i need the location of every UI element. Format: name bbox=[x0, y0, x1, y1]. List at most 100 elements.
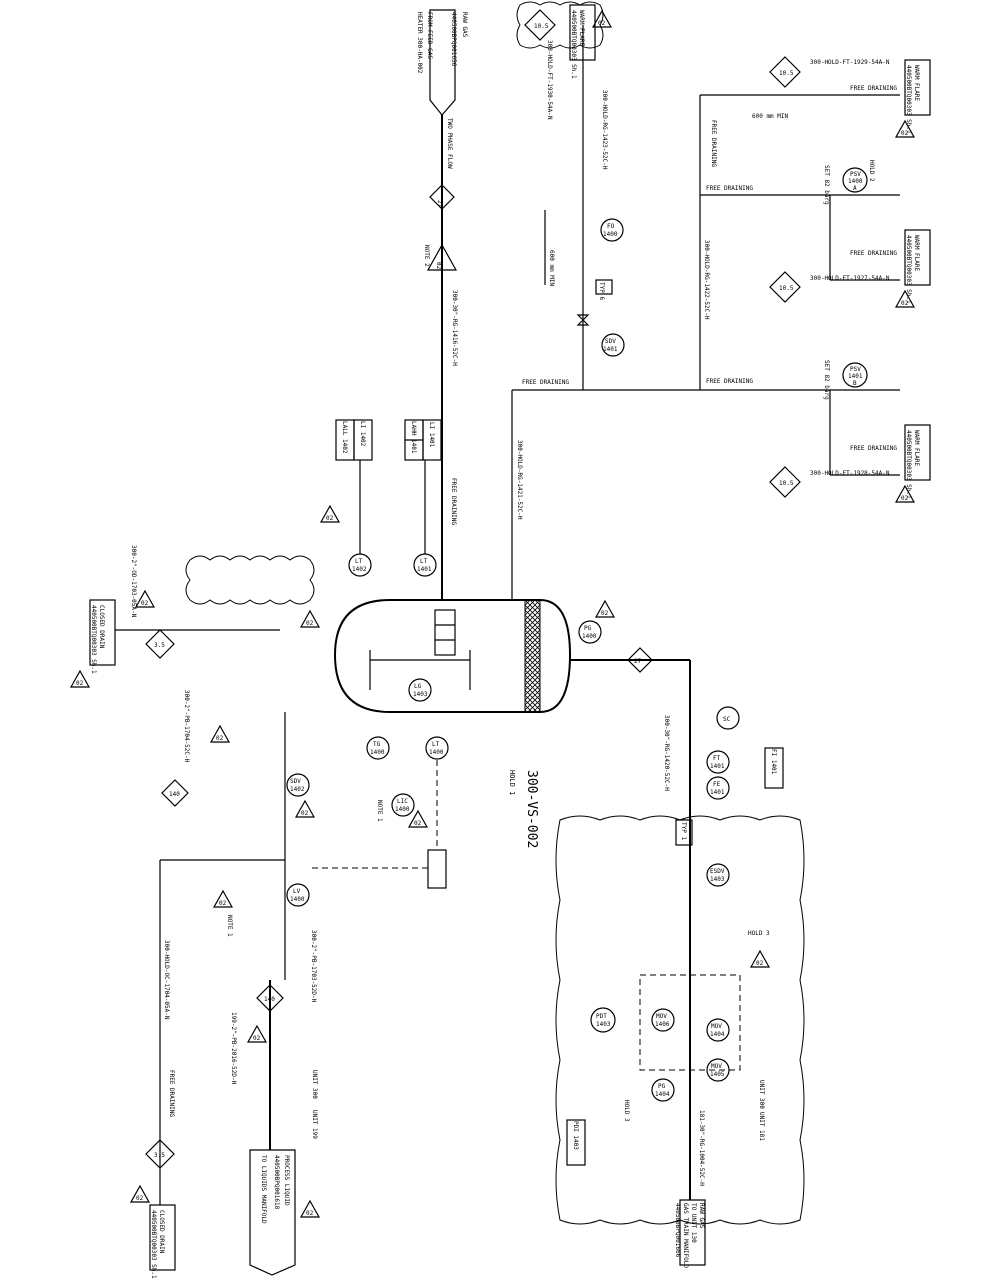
sc-bubble[interactable]: SC bbox=[716, 706, 740, 730]
svg-text:440500BPQ001666: 440500BPQ001666 bbox=[674, 1203, 681, 1258]
svg-text:LIC: LIC bbox=[397, 798, 408, 805]
svg-text:FE: FE bbox=[713, 781, 721, 788]
diamond-140: 140 bbox=[161, 779, 189, 807]
svg-text:1401: 1401 bbox=[710, 763, 725, 770]
oc1704-label: 300-HOLD-OC-1704-05A-N bbox=[163, 940, 170, 1020]
revision-number: 02 bbox=[901, 300, 909, 307]
ft1930-label: 300-HOLD-FT-1930-54A-N bbox=[546, 40, 553, 120]
svg-text:1406: 1406 bbox=[655, 1021, 670, 1028]
revision-triangle-icon bbox=[594, 599, 616, 618]
pg1400-bubble[interactable]: PG 1400 bbox=[578, 620, 602, 644]
revision-triangle-icon bbox=[749, 949, 771, 968]
separator-vessel[interactable] bbox=[333, 599, 572, 713]
min-600-label-a: 600 mm MIN bbox=[548, 250, 555, 287]
revision-number: 02 bbox=[301, 810, 309, 817]
revision-triangle-icon bbox=[319, 504, 341, 523]
svg-text:1401: 1401 bbox=[848, 373, 863, 380]
lt1401-bubble[interactable]: LT 1401 bbox=[413, 553, 437, 577]
li1402-box[interactable]: LI 1402 bbox=[353, 419, 373, 461]
svg-text:PSV: PSV bbox=[850, 366, 861, 373]
svg-text:MOV: MOV bbox=[656, 1013, 667, 1020]
raw-gas-in-l1: RAW GAS bbox=[461, 12, 468, 38]
li1401-box[interactable]: LI 1401 bbox=[422, 419, 442, 461]
diamond-105-b: 10.5 bbox=[769, 56, 801, 88]
free-draining-6: FREE DRAINING bbox=[706, 378, 753, 385]
svg-text:SDV: SDV bbox=[605, 338, 616, 345]
revision-triangle-icon bbox=[212, 889, 234, 908]
psv1400a-bubble[interactable]: PSV 1400 A bbox=[842, 167, 868, 193]
mov1405-bubble[interactable]: MOV 1405 bbox=[706, 1058, 730, 1082]
svg-text:1403: 1403 bbox=[413, 691, 428, 698]
svg-text:FI 1401: FI 1401 bbox=[770, 749, 777, 775]
lv1400-bubble[interactable]: LV 1400 bbox=[286, 883, 310, 907]
type6-box bbox=[595, 279, 613, 295]
unit300-b: UNIT 300 bbox=[758, 1080, 765, 1109]
diamond-105-d: 10.5 bbox=[769, 466, 801, 498]
mov1406-bubble[interactable]: MOV 1406 bbox=[651, 1008, 675, 1032]
free-draining-2: FREE DRAINING bbox=[710, 120, 717, 167]
svg-text:PG: PG bbox=[658, 1083, 666, 1090]
lall1402-box[interactable]: LALL 1402 bbox=[335, 419, 355, 461]
sdv1401-bubble[interactable]: SDV 1401 bbox=[601, 333, 625, 357]
revision-number: 02 bbox=[306, 1210, 314, 1217]
pdi1403-box[interactable]: PDI 1403 bbox=[566, 1119, 586, 1166]
ft1401-bubble[interactable]: FT 1401 bbox=[706, 750, 730, 774]
revision-number: 02 bbox=[216, 735, 224, 742]
fe1401-bubble[interactable]: FE 1401 bbox=[706, 776, 730, 800]
revision-number: 02 bbox=[598, 20, 606, 27]
svg-text:MOV: MOV bbox=[711, 1023, 722, 1030]
diamond-35-a: 3.5 bbox=[145, 629, 175, 659]
tg1400-bubble[interactable]: TG 1400 bbox=[366, 736, 390, 760]
psv1401b-bubble[interactable]: PSV 1401 B bbox=[842, 362, 868, 388]
lt1402-bubble[interactable]: LT 1402 bbox=[348, 553, 372, 577]
revision-number: 02 bbox=[253, 1035, 261, 1042]
svg-text:440500BPQ001618: 440500BPQ001618 bbox=[273, 1155, 280, 1210]
fo1400-bubble[interactable]: FO 1400 bbox=[600, 218, 624, 242]
lic1400-bubble[interactable]: LIC 1400 bbox=[391, 793, 415, 817]
rg1420-label: 300-30"-RG-1420-52C-H bbox=[663, 715, 670, 791]
svg-text:LT: LT bbox=[420, 558, 428, 565]
svg-text:1404: 1404 bbox=[710, 1031, 725, 1038]
svg-text:CLOSED DRAIN: CLOSED DRAIN bbox=[98, 605, 105, 649]
outlet-spec-diamond: 27 bbox=[627, 647, 653, 673]
svg-text:440500BTQ00303 Sh.1: 440500BTQ00303 Sh.1 bbox=[570, 10, 577, 79]
pdt1403-bubble[interactable]: PDT 1403 bbox=[590, 1007, 616, 1033]
esdv1403-bubble[interactable]: ESDV 1403 bbox=[706, 863, 730, 887]
unit181: UNIT 181 bbox=[758, 1112, 765, 1141]
revision-cloud-top bbox=[516, 1, 604, 49]
lahh1401-box[interactable]: LAHH 1401 bbox=[404, 419, 424, 461]
svg-text:WARM FLARE: WARM FLARE bbox=[913, 65, 920, 102]
unit300-a: UNIT 300 bbox=[311, 1070, 318, 1099]
svg-text:1401: 1401 bbox=[710, 789, 725, 796]
sdv1401-valve[interactable] bbox=[576, 314, 590, 326]
closed-drain-box-bottom: CLOSED DRAIN 440500BTQ00303 Sh.1 bbox=[149, 1204, 176, 1279]
revision-triangle-icon bbox=[407, 809, 429, 828]
svg-text:PSV: PSV bbox=[850, 171, 861, 178]
svg-text:GAS TRAIN MANIFOLD: GAS TRAIN MANIFOLD bbox=[682, 1203, 689, 1268]
hold2-label: HOLD 2 bbox=[868, 160, 875, 182]
pb1703-label: 300-2"-PB-1703-52D-H bbox=[310, 930, 317, 1003]
ft1929-label: 300-HOLD-FT-1929-54A-N bbox=[810, 59, 890, 66]
rg1421-label: 300-HOLD-RG-1421-52C-H bbox=[516, 440, 523, 520]
note2-triangle: 02 bbox=[426, 243, 458, 271]
lg1403-bubble[interactable]: LG 1403 bbox=[408, 678, 432, 702]
svg-text:PROCESS LIQUID: PROCESS LIQUID bbox=[283, 1155, 290, 1206]
svg-text:1404: 1404 bbox=[655, 1091, 670, 1098]
revision-triangle-icon bbox=[299, 609, 321, 628]
sdv1402-bubble[interactable]: SDV 1402 bbox=[286, 773, 310, 797]
svg-text:140: 140 bbox=[169, 791, 180, 798]
pg1404-bubble[interactable]: PG 1404 bbox=[651, 1078, 675, 1102]
revision-triangle-icon bbox=[294, 799, 316, 818]
free-draining-7: FREE DRAINING bbox=[850, 445, 897, 452]
inlet-line-label: 300-30"-RG-1416-52C-H bbox=[451, 290, 458, 366]
revision-triangle-icon bbox=[591, 9, 613, 28]
lt1400-bubble[interactable]: LT 1400 bbox=[425, 736, 449, 760]
svg-text:3.5: 3.5 bbox=[154, 642, 165, 649]
svg-text:1405: 1405 bbox=[710, 1071, 725, 1078]
lic1400-faceplate[interactable] bbox=[427, 849, 447, 889]
svg-text:02: 02 bbox=[435, 262, 442, 270]
ft1927-label: 300-HOLD-FT-1927-54A-N bbox=[810, 275, 890, 282]
mov1404-bubble[interactable]: MOV 1404 bbox=[706, 1018, 730, 1042]
fi1401-box[interactable]: FI 1401 bbox=[764, 747, 784, 789]
